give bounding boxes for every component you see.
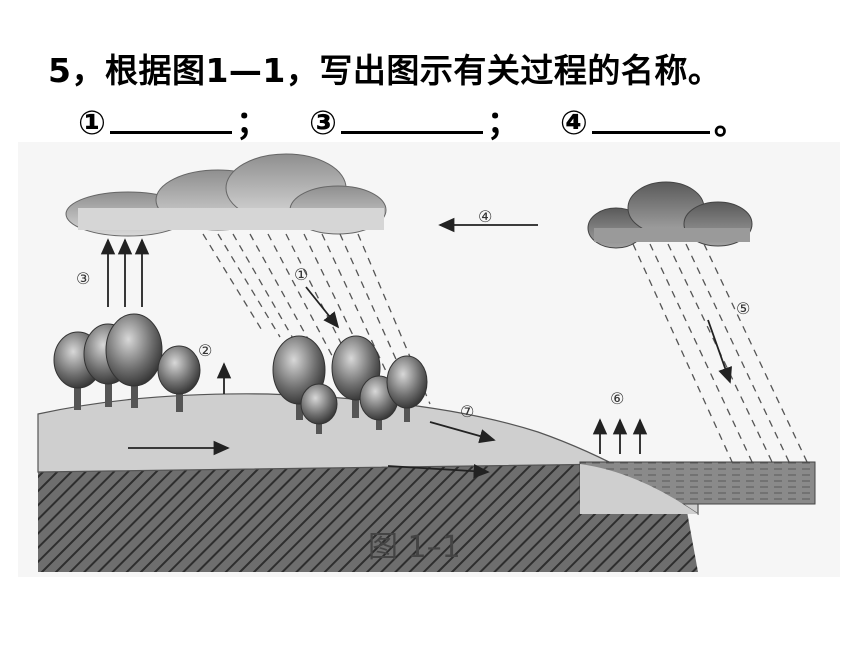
label-4: ④ [478, 207, 492, 226]
answer-label-3: ③ [308, 103, 337, 142]
tree [157, 345, 201, 412]
label-6: ⑥ [610, 389, 624, 408]
bedrock-layer [38, 462, 698, 572]
left-cloud [65, 153, 387, 237]
tree [386, 355, 428, 422]
answer-label-4: ④ [559, 103, 588, 142]
process-arrows [100, 217, 732, 479]
tree [105, 313, 163, 408]
label-1: ① [294, 265, 308, 284]
answer-label-1: ① [78, 103, 106, 142]
water-cycle-figure: ③ ① ② ④ ⑤ ⑥ ⑦ 图 1–1 [18, 142, 840, 577]
answer-row: ① ； ③ ； ④ 。 [78, 96, 747, 144]
answer-sep-1: ； [235, 103, 269, 142]
label-2: ② [198, 341, 212, 360]
answer-blank-4 [591, 101, 710, 134]
answer-blank-1 [109, 101, 232, 134]
arrow-sea-precipitation [707, 319, 732, 384]
right-cloud [587, 181, 753, 249]
trees [53, 313, 428, 434]
arrow-precipitation [305, 286, 340, 329]
answer-end: 。 [713, 103, 747, 142]
answer-sep-2: ； [486, 103, 520, 142]
tree [300, 383, 338, 434]
water-cycle-diagram: ③ ① ② ④ ⑤ ⑥ ⑦ 图 1–1 [18, 142, 840, 577]
label-3: ③ [76, 269, 90, 288]
label-5: ⑤ [736, 299, 750, 318]
figure-caption: 图 1–1 [368, 530, 461, 565]
answer-blank-3 [340, 101, 483, 134]
arrow-surface-runoff [429, 421, 496, 444]
label-7: ⑦ [460, 402, 474, 421]
arrow-underground-flow [387, 463, 490, 479]
question-text: 5，根据图1—1，写出图示有关过程的名称。 [48, 51, 722, 90]
